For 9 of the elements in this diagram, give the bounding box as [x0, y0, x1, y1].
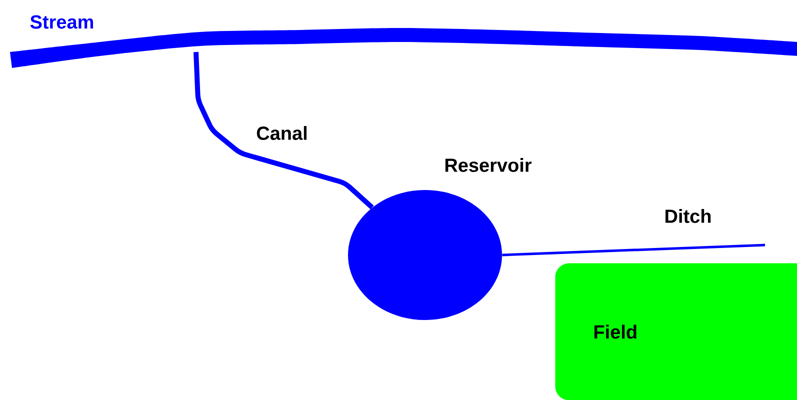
field-box: Field	[555, 263, 797, 400]
edge-label: Ditch	[663, 208, 713, 224]
edge-label: Canal	[255, 125, 309, 141]
reservoir-label: Reservoir	[445, 158, 532, 172]
ditch-line	[502, 244, 766, 256]
reservoir-ellipse	[348, 190, 502, 320]
node-label: Stream	[30, 15, 94, 29]
canal-line	[194, 52, 374, 210]
stream-band: Stream	[10, 15, 797, 68]
